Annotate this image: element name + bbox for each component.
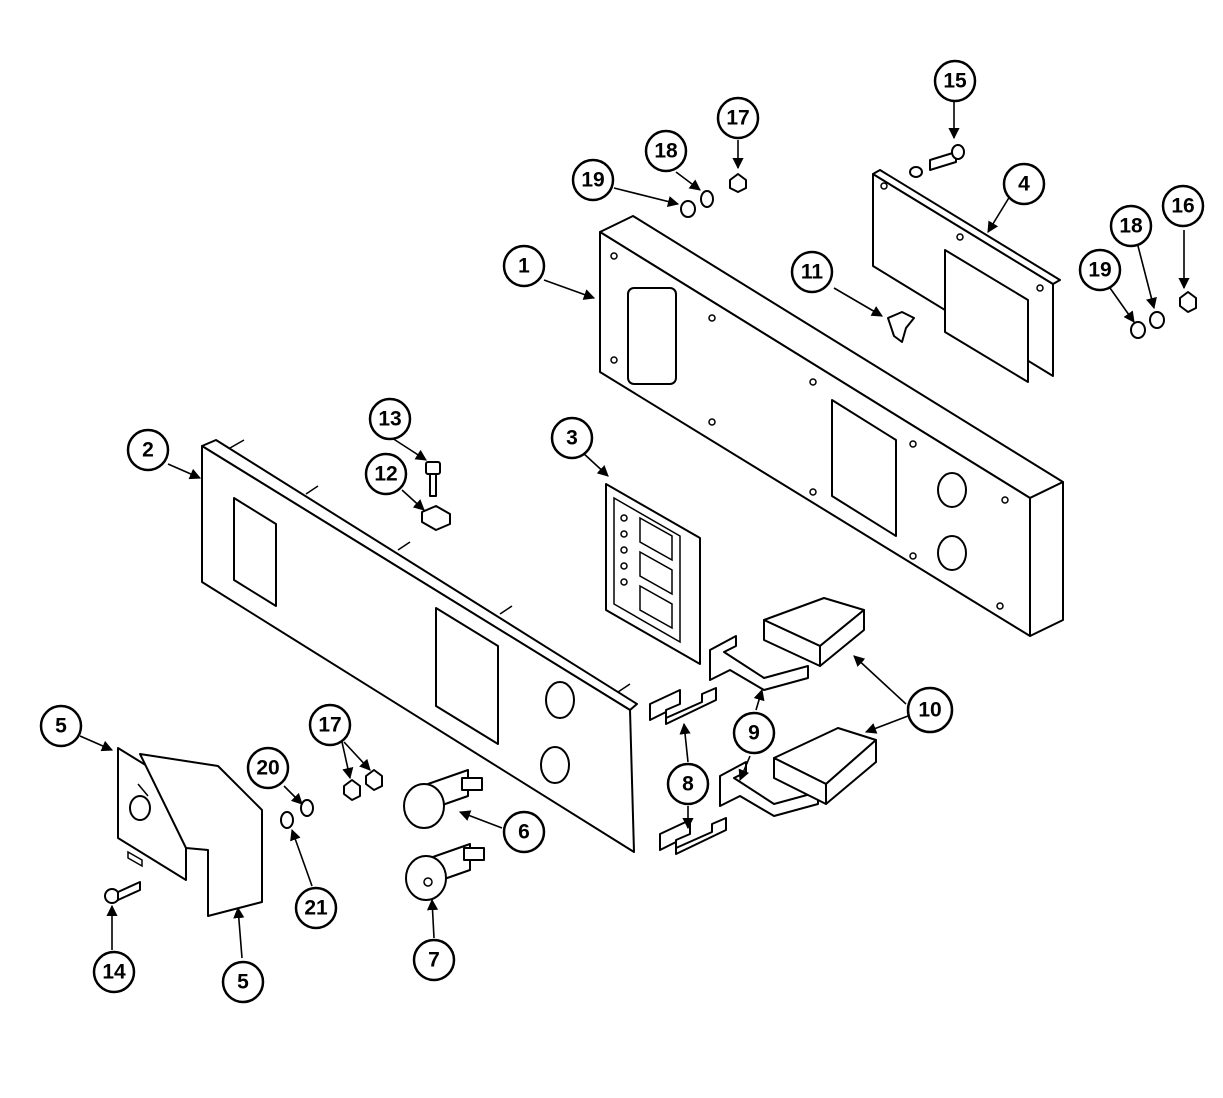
svg-text:18: 18 bbox=[654, 140, 678, 163]
svg-text:19: 19 bbox=[581, 169, 604, 192]
svg-text:3: 3 bbox=[566, 427, 578, 450]
hardware-right bbox=[1130, 291, 1197, 339]
callout-21: 21 bbox=[294, 886, 338, 930]
callout-8: 8 bbox=[666, 762, 710, 806]
svg-text:8: 8 bbox=[682, 773, 694, 796]
svg-text:9: 9 bbox=[748, 722, 760, 745]
part-3-indicator-board bbox=[605, 483, 701, 665]
callout-18-right: 18 bbox=[1109, 204, 1153, 248]
part-6-knob bbox=[403, 769, 483, 829]
hardware-top-left bbox=[680, 173, 747, 218]
part-8-bracket-upper bbox=[649, 687, 717, 725]
svg-text:15: 15 bbox=[943, 70, 967, 93]
svg-text:5: 5 bbox=[55, 715, 67, 738]
svg-text:13: 13 bbox=[378, 408, 401, 431]
callout-13: 13 bbox=[368, 397, 412, 441]
callout-12: 12 bbox=[364, 452, 408, 496]
callout-2: 2 bbox=[126, 428, 170, 472]
svg-text:7: 7 bbox=[428, 949, 440, 972]
callout-4: 4 bbox=[1002, 162, 1046, 206]
callout-19-top: 19 bbox=[571, 158, 615, 202]
callout-3: 3 bbox=[550, 416, 594, 460]
svg-text:17: 17 bbox=[318, 714, 341, 737]
callout-5-lower: 5 bbox=[221, 960, 265, 1004]
svg-text:11: 11 bbox=[801, 261, 824, 284]
svg-text:1: 1 bbox=[518, 255, 530, 278]
svg-text:17: 17 bbox=[726, 107, 749, 130]
svg-text:20: 20 bbox=[256, 757, 279, 780]
callout-20: 20 bbox=[246, 746, 290, 790]
part-4-cover-plate bbox=[872, 169, 1061, 383]
callout-17-lower: 17 bbox=[308, 703, 352, 747]
part-8-bracket-lower bbox=[659, 817, 727, 855]
part-10-pad-lower bbox=[773, 727, 877, 805]
svg-text:12: 12 bbox=[374, 463, 397, 486]
callout-15: 15 bbox=[933, 59, 977, 103]
part-14-screw bbox=[104, 881, 141, 904]
svg-text:6: 6 bbox=[518, 821, 530, 844]
callout-7: 7 bbox=[412, 938, 456, 982]
hardware-lower bbox=[280, 769, 383, 829]
part-15-screw bbox=[909, 144, 965, 178]
leader-lines bbox=[79, 102, 1190, 959]
callout-5-upper: 5 bbox=[39, 704, 83, 748]
svg-text:16: 16 bbox=[1171, 195, 1194, 218]
svg-text:2: 2 bbox=[142, 439, 154, 462]
callout-19-right: 19 bbox=[1078, 248, 1122, 292]
callout-16: 16 bbox=[1161, 184, 1205, 228]
part-7-knob bbox=[405, 843, 485, 901]
svg-text:14: 14 bbox=[102, 961, 126, 984]
part-10-pad-upper bbox=[763, 597, 865, 667]
part-11-clip bbox=[887, 311, 915, 343]
svg-text:21: 21 bbox=[304, 897, 328, 920]
callout-10: 10 bbox=[906, 686, 954, 734]
callout-6: 6 bbox=[502, 810, 546, 854]
callout-17-top: 17 bbox=[716, 96, 760, 140]
callout-11: 11 bbox=[790, 250, 834, 294]
callout-14: 14 bbox=[92, 950, 136, 994]
svg-text:5: 5 bbox=[237, 971, 249, 994]
part-12-nut bbox=[421, 505, 451, 531]
callout-1: 1 bbox=[502, 244, 546, 288]
svg-text:4: 4 bbox=[1018, 173, 1030, 196]
part-9-bracket-upper bbox=[709, 635, 809, 691]
part-13-bolt bbox=[425, 461, 441, 497]
part-5-timer-assembly bbox=[117, 747, 263, 917]
callout-18-top: 18 bbox=[644, 129, 688, 173]
part-1-console-panel bbox=[599, 215, 1064, 637]
svg-text:19: 19 bbox=[1088, 259, 1111, 282]
part-2-front-panel bbox=[201, 439, 638, 853]
svg-text:18: 18 bbox=[1119, 215, 1143, 238]
svg-text:10: 10 bbox=[918, 699, 941, 722]
callout-9: 9 bbox=[732, 711, 776, 755]
